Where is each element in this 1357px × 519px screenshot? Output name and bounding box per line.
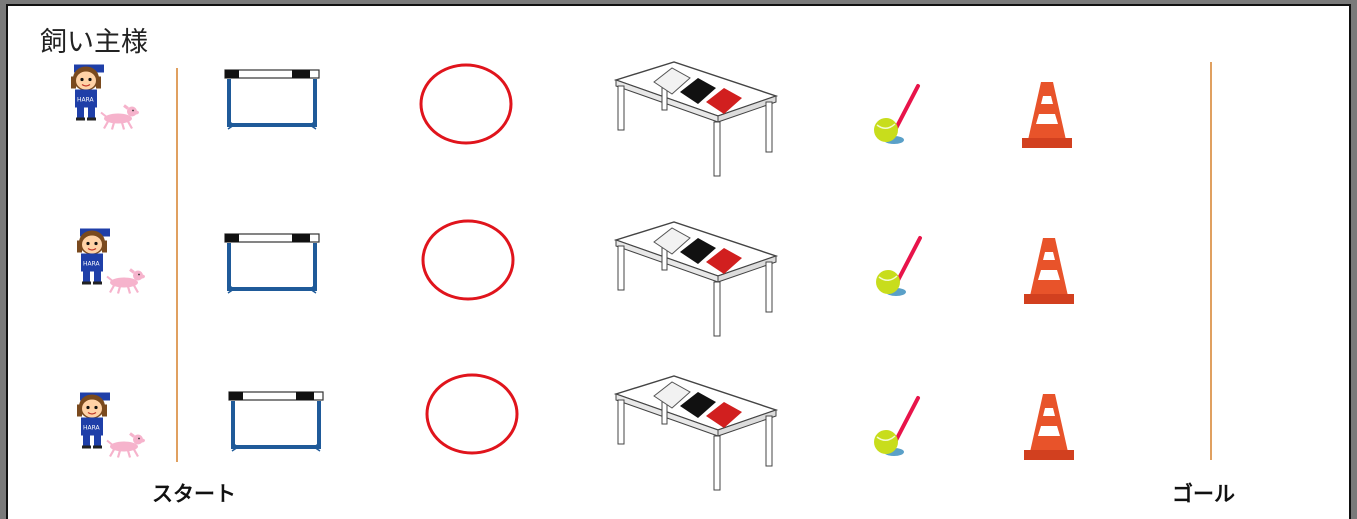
hurdle-icon <box>224 68 320 130</box>
circle-marker-icon <box>418 62 514 146</box>
table-with-cards-icon <box>610 60 780 180</box>
handler-with-dog-icon <box>66 56 146 136</box>
traffic-cone-icon <box>1022 392 1076 462</box>
goal-line <box>1210 62 1212 460</box>
handler-with-dog-icon <box>72 384 152 464</box>
ball-on-spoon-icon <box>870 392 930 462</box>
traffic-cone-icon <box>1022 236 1076 306</box>
handler-with-dog-icon <box>72 220 152 300</box>
ball-on-spoon-icon <box>872 232 932 302</box>
table-with-cards-icon <box>610 220 780 340</box>
goal-label: ゴール <box>1172 478 1235 508</box>
ball-on-spoon-icon <box>870 80 930 150</box>
start-label: スタート <box>152 478 236 508</box>
table-with-cards-icon <box>610 374 780 494</box>
traffic-cone-icon <box>1020 80 1074 150</box>
start-line <box>176 68 178 462</box>
hurdle-icon <box>228 390 324 452</box>
course-diagram: 飼い主様 スタート ゴール <box>6 4 1351 519</box>
page-title: 飼い主様 <box>40 20 148 59</box>
hurdle-icon <box>224 232 320 294</box>
circle-marker-icon <box>424 372 520 456</box>
circle-marker-icon <box>420 218 516 302</box>
